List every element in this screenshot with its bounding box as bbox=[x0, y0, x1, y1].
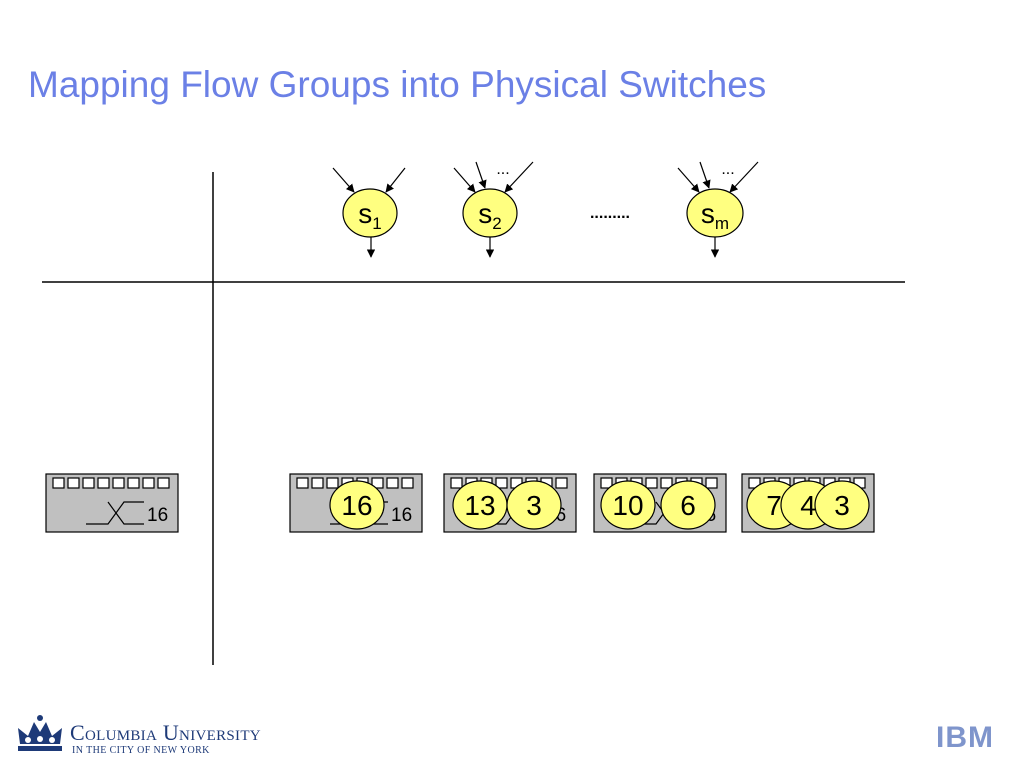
page-title: Mapping Flow Groups into Physical Switch… bbox=[28, 64, 767, 105]
svg-text:s1: s1 bbox=[358, 198, 381, 233]
flow-assignment: 16 bbox=[329, 480, 385, 530]
ibm-logo: IBM bbox=[936, 721, 994, 754]
flow-assignment: 3 bbox=[814, 480, 870, 530]
flow-group-label: s bbox=[478, 198, 492, 229]
switch-capacity: 16 bbox=[147, 505, 168, 526]
flow-group-s2: ... s2 bbox=[453, 161, 534, 258]
assigned-flow-size: 13 bbox=[464, 490, 495, 521]
assigned-flow-size: 4 bbox=[800, 490, 816, 521]
assigned-flow-size: 3 bbox=[526, 490, 542, 521]
assigned-flow-size: 16 bbox=[341, 490, 372, 521]
assigned-flow-size: 10 bbox=[612, 490, 643, 521]
switch-capacity: 16 bbox=[391, 505, 412, 526]
reference-switch: 16 bbox=[45, 473, 179, 533]
flow-group-s1: s1 bbox=[332, 167, 406, 258]
flow-assignment: 6 bbox=[660, 480, 716, 530]
assigned-flow-size: 6 bbox=[680, 490, 696, 521]
flow-assignment: 10 bbox=[600, 480, 656, 530]
flow-group-label: s bbox=[701, 198, 715, 229]
flow-assignment: 3 bbox=[506, 480, 562, 530]
flow-group-subscript: 1 bbox=[372, 214, 381, 233]
switch-cross-icon bbox=[86, 501, 144, 525]
more-inputs-ellipsis: ... bbox=[496, 161, 509, 178]
columbia-crown-icon bbox=[18, 715, 62, 751]
flow-group-subscript: m bbox=[715, 214, 729, 233]
flow-assignment: 13 bbox=[452, 480, 508, 530]
university-subtitle: IN THE CITY OF NEW YORK bbox=[72, 745, 210, 756]
assigned-flow-size: 3 bbox=[834, 490, 850, 521]
flow-group-sm: ... sm bbox=[677, 161, 759, 258]
svg-text:sm: sm bbox=[701, 198, 729, 233]
assigned-flow-size: 7 bbox=[766, 490, 782, 521]
more-inputs-ellipsis: ... bbox=[721, 161, 734, 178]
flow-group-subscript: 2 bbox=[492, 214, 501, 233]
switch-ports bbox=[52, 477, 170, 489]
svg-text:s2: s2 bbox=[478, 198, 501, 233]
more-groups-ellipsis: ......... bbox=[590, 205, 630, 222]
university-name: Columbia University bbox=[70, 720, 261, 745]
physical-switch: 16743 bbox=[741, 473, 875, 533]
flow-group-label: s bbox=[358, 198, 372, 229]
switches-layer: 161616161331610616743 bbox=[45, 473, 875, 533]
physical-switch: 16106 bbox=[593, 473, 727, 533]
